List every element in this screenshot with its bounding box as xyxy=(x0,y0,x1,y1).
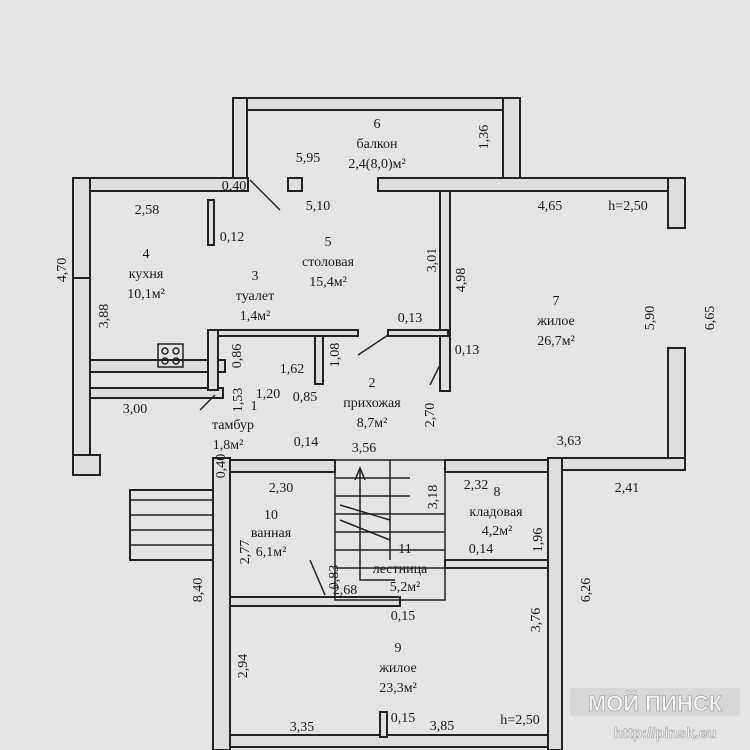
dim-label: 0,15 xyxy=(391,609,416,624)
dim-label: 1,36 xyxy=(477,125,492,150)
dim-label: 3,00 xyxy=(123,402,148,417)
room-9-area: 23,3м² xyxy=(379,681,417,696)
dim-label: 5,10 xyxy=(306,199,331,214)
dim-label: 3,35 xyxy=(290,720,315,735)
ceiling-height-label: h=2,50 xyxy=(608,199,647,214)
room-11-area: 5,2м² xyxy=(390,580,421,595)
room-7-number: 7 xyxy=(553,294,560,309)
dim-label: 2,58 xyxy=(135,203,160,218)
room-2-area: 8,7м² xyxy=(357,416,388,431)
dim-label: 3,63 xyxy=(557,434,582,449)
dim-label: 3,56 xyxy=(352,441,377,456)
dim-label: 4,70 xyxy=(55,258,70,283)
watermark: МОЙ ПИНСК http://pinsk.eu xyxy=(570,688,740,742)
room-5-number: 5 xyxy=(325,235,332,250)
room-5-area: 15,4м² xyxy=(309,275,347,290)
room-10-area: 6,1м² xyxy=(256,545,287,560)
room-4-name: кухня xyxy=(129,267,164,282)
watermark-brand: МОЙ ПИНСК xyxy=(588,691,723,716)
room-1-name: тамбур xyxy=(212,418,254,433)
room-11-name: лестница xyxy=(373,562,428,577)
room-8-name: кладовая xyxy=(469,505,523,520)
dim-label: 3,01 xyxy=(425,248,440,273)
room-2-number: 2 xyxy=(369,376,376,391)
room-1-area: 1,8м² xyxy=(213,438,244,453)
dim-label: 6,26 xyxy=(579,578,594,603)
room-3-area: 1,4м² xyxy=(240,309,271,324)
dim-label: 4,65 xyxy=(538,199,563,214)
dim-label: 2,70 xyxy=(423,403,438,428)
room-6-number: 6 xyxy=(374,117,381,132)
room-6-area: 2,4(8,0)м² xyxy=(348,157,405,172)
dim-label: 3,76 xyxy=(529,608,544,633)
room-6-name: балкон xyxy=(356,137,398,152)
dim-label: 2,41 xyxy=(615,481,640,496)
dim-label: 2,32 xyxy=(464,478,489,493)
dim-label: 0,40 xyxy=(214,454,229,479)
room-4-area: 10,1м² xyxy=(127,287,165,302)
room-9-name: жилое xyxy=(378,661,417,676)
dim-label: 3,85 xyxy=(430,719,455,734)
room-8-number: 8 xyxy=(494,485,501,500)
room-5-name: столовая xyxy=(302,255,355,270)
dim-label: 1,96 xyxy=(531,528,546,553)
dim-label: 6,65 xyxy=(703,306,718,331)
room-10-name: ванная xyxy=(251,526,292,541)
dim-label: 1,20 xyxy=(256,387,281,402)
watermark-url: http://pinsk.eu xyxy=(614,725,717,742)
dim-label: 0,13 xyxy=(455,343,480,358)
dim-label: 0,86 xyxy=(230,344,245,369)
dim-label: 0,12 xyxy=(220,230,245,245)
room-11-number: 11 xyxy=(398,542,411,557)
dimension-labels: 5,95 1,36 0,40 5,10 2,58 0,12 4,65 h=2,5… xyxy=(55,125,718,735)
room-8-area: 4,2м² xyxy=(482,524,513,539)
dim-label: 2,94 xyxy=(236,654,251,679)
dim-label: 3,18 xyxy=(426,485,441,510)
stairs xyxy=(130,459,446,601)
dim-label: 0,83 xyxy=(327,565,342,590)
dim-label: 8,40 xyxy=(191,578,206,603)
dim-label: 1,53 xyxy=(231,388,246,413)
dim-label: 1,08 xyxy=(328,343,343,368)
dim-label: 2,30 xyxy=(269,481,294,496)
dim-label: 3,88 xyxy=(97,304,112,329)
dim-label: 0,40 xyxy=(222,179,247,194)
room-7-area: 26,7м² xyxy=(537,334,575,349)
doors xyxy=(199,179,441,596)
dim-label: 0,85 xyxy=(293,390,318,405)
dim-label: 0,13 xyxy=(398,311,423,326)
room-labels: 6 балкон 2,4(8,0)м² 4 кухня 10,1м² 5 сто… xyxy=(127,117,575,696)
dim-label: 4,98 xyxy=(454,268,469,293)
dim-label: 0,14 xyxy=(469,542,494,557)
room-3-name: туалет xyxy=(236,289,274,304)
room-4-number: 4 xyxy=(143,247,150,262)
dim-label: 5,95 xyxy=(296,151,321,166)
ceiling-height-label: h=2,50 xyxy=(500,713,539,728)
dim-label: 0,14 xyxy=(294,435,319,450)
room-3-number: 3 xyxy=(252,269,259,284)
room-10-number: 10 xyxy=(264,508,278,523)
dim-label: 2,77 xyxy=(238,540,253,565)
room-9-number: 9 xyxy=(395,641,402,656)
dim-label: 1,62 xyxy=(280,362,305,377)
room-1-number: 1 xyxy=(251,399,258,414)
room-7-name: жилое xyxy=(536,314,575,329)
dim-label: 5,90 xyxy=(643,306,658,331)
room-2-name: прихожая xyxy=(343,396,401,411)
stove-icon xyxy=(157,343,184,368)
dim-label: 2,68 xyxy=(333,583,358,598)
dim-label: 0,15 xyxy=(391,711,416,726)
